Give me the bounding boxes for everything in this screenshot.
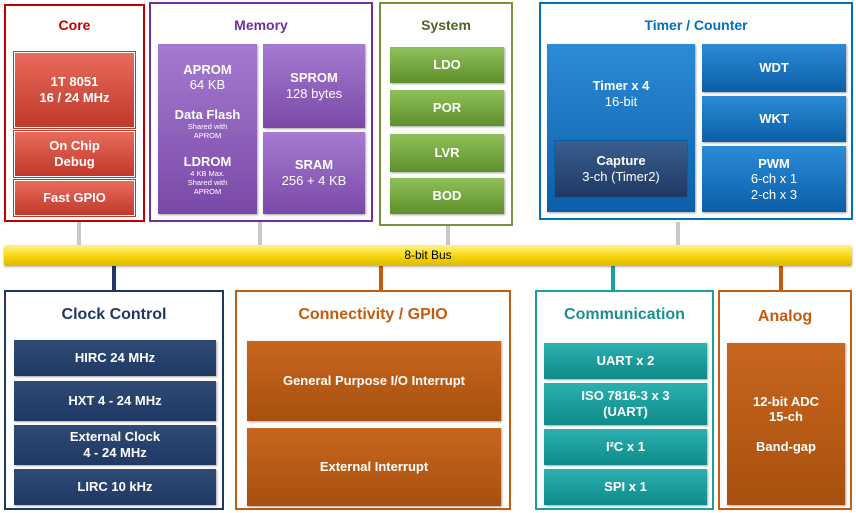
sprom-size: 128 bytes xyxy=(285,86,343,101)
connectivity-bus-connector xyxy=(379,266,383,290)
debug-line2: Debug xyxy=(54,154,95,169)
core-bus-connector xyxy=(77,222,81,245)
bus-bar: 8-bit Bus xyxy=(4,245,852,266)
core-title: Core xyxy=(58,17,91,33)
memory-title: Memory xyxy=(234,17,288,33)
external-clock-block: External Clock 4 - 24 MHz xyxy=(14,425,216,465)
bandgap-label: Band-gap xyxy=(756,438,816,454)
i2c-block: I²C x 1 xyxy=(544,429,707,465)
external-interrupt-block: External Interrupt xyxy=(247,428,501,506)
ldrom-name: LDROM xyxy=(183,153,232,169)
external-clock-line1: External Clock xyxy=(69,429,161,445)
dataflash-note1: Shared with xyxy=(187,122,228,132)
spi-label: SPI x 1 xyxy=(604,479,647,495)
dataflash-name: Data Flash xyxy=(174,106,241,122)
communication-title: Communication xyxy=(564,306,685,323)
iso7816-line2: (UART) xyxy=(603,404,648,419)
lirc-label: LIRC 10 kHz xyxy=(77,479,153,495)
ldo-block: LDO xyxy=(390,47,504,83)
capture-desc: 3-ch (Timer2) xyxy=(582,169,660,184)
por-label: POR xyxy=(432,100,462,116)
gpio-interrupt-block: General Purpose I/O Interrupt xyxy=(247,341,501,421)
analog-bus-connector xyxy=(779,266,783,290)
timer-desc: 16-bit xyxy=(604,93,638,109)
aprom-size: 64 KB xyxy=(189,77,226,93)
por-block: POR xyxy=(390,90,504,126)
wkt-label: WKT xyxy=(759,111,789,127)
memory-panel: Memory APROM 64 KB Data Flash Shared wit… xyxy=(149,2,373,222)
i2c-label: I²C x 1 xyxy=(605,439,645,455)
external-interrupt-label: External Interrupt xyxy=(319,459,429,475)
adc-line1: 12-bit ADC xyxy=(753,393,819,409)
hxt-label: HXT 4 - 24 MHz xyxy=(68,393,162,409)
dataflash-note2: APROM xyxy=(193,131,222,141)
ldrom-note2: Shared with xyxy=(187,178,228,188)
pwm-line2: 2-ch x 3 xyxy=(750,186,798,202)
ldrom-note3: APROM xyxy=(193,187,222,197)
fast-gpio-label: Fast GPIO xyxy=(43,190,106,206)
bus-label: 8-bit Bus xyxy=(404,248,452,262)
cpu-name: 1T 8051 xyxy=(50,74,99,90)
external-clock-line2: 4 - 24 MHz xyxy=(83,445,147,460)
capture-name: Capture xyxy=(596,153,646,169)
communication-panel: Communication UART x 2 ISO 7816-3 x 3 (U… xyxy=(535,290,714,510)
cpu-block: 1T 8051 16 / 24 MHz xyxy=(14,52,135,128)
core-panel: Core 1T 8051 16 / 24 MHz On Chip Debug F… xyxy=(4,4,145,222)
capture-block: Capture 3-ch (Timer2) xyxy=(554,140,688,198)
clock-bus-connector xyxy=(112,266,116,290)
fast-gpio-block: Fast GPIO xyxy=(14,180,135,216)
iso7816-line1: ISO 7816-3 x 3 xyxy=(581,388,670,404)
sram-name: SRAM xyxy=(294,157,334,173)
analog-panel: Analog 12-bit ADC 15-ch Band-gap xyxy=(718,290,852,510)
pwm-line1: 6-ch x 1 xyxy=(750,171,798,187)
flash-block: APROM 64 KB Data Flash Shared with APROM… xyxy=(158,44,257,214)
clock-control-panel: Clock Control HIRC 24 MHz HXT 4 - 24 MHz… xyxy=(4,290,224,510)
memory-bus-connector xyxy=(258,222,262,245)
clock-title: Clock Control xyxy=(61,306,167,323)
pwm-block: PWM 6-ch x 1 2-ch x 3 xyxy=(702,146,846,212)
uart-label: UART x 2 xyxy=(596,353,655,369)
wdt-label: WDT xyxy=(759,60,789,76)
timer-bus-connector xyxy=(676,222,680,245)
system-title: System xyxy=(421,17,471,33)
uart-block: UART x 2 xyxy=(544,343,707,379)
wdt-block: WDT xyxy=(702,44,846,92)
wkt-block: WKT xyxy=(702,96,846,142)
sram-block: SRAM 256 + 4 KB xyxy=(263,132,365,214)
hxt-block: HXT 4 - 24 MHz xyxy=(14,381,216,421)
cpu-frequency: 16 / 24 MHz xyxy=(39,90,110,105)
sram-size: 256 + 4 KB xyxy=(281,173,347,188)
sprom-name: SPROM xyxy=(290,70,338,86)
adc-line2: 15-ch xyxy=(769,409,803,425)
hirc-label: HIRC 24 MHz xyxy=(74,350,156,366)
connectivity-panel: Connectivity / GPIO General Purpose I/O … xyxy=(235,290,511,510)
hirc-block: HIRC 24 MHz xyxy=(14,340,216,376)
spi-block: SPI x 1 xyxy=(544,469,707,505)
lirc-block: LIRC 10 kHz xyxy=(14,469,216,505)
analog-title: Analog xyxy=(757,308,813,325)
connectivity-title: Connectivity / GPIO xyxy=(298,306,448,323)
system-bus-connector xyxy=(446,226,450,245)
lvr-block: LVR xyxy=(390,134,504,172)
bod-block: BOD xyxy=(390,178,504,214)
timer-name: Timer x 4 xyxy=(592,78,650,93)
iso7816-block: ISO 7816-3 x 3 (UART) xyxy=(544,383,707,425)
communication-bus-connector xyxy=(611,266,615,290)
timer-panel: Timer / Counter Timer x 4 16-bit Capture… xyxy=(539,2,853,220)
sprom-block: SPROM 128 bytes xyxy=(263,44,365,128)
timer-title: Timer / Counter xyxy=(644,17,748,33)
aprom-name: APROM xyxy=(183,61,232,77)
lvr-label: LVR xyxy=(434,145,460,161)
ldrom-note1: 4 KB Max. xyxy=(190,169,225,179)
adc-block: 12-bit ADC 15-ch Band-gap xyxy=(727,343,845,505)
system-panel: System LDO POR LVR BOD xyxy=(379,2,513,226)
pwm-name: PWM xyxy=(758,155,790,171)
bod-label: BOD xyxy=(432,188,462,204)
gpio-interrupt-label: General Purpose I/O Interrupt xyxy=(282,373,466,389)
ldo-label: LDO xyxy=(433,57,461,73)
debug-line1: On Chip xyxy=(49,138,100,154)
on-chip-debug-block: On Chip Debug xyxy=(14,131,135,177)
